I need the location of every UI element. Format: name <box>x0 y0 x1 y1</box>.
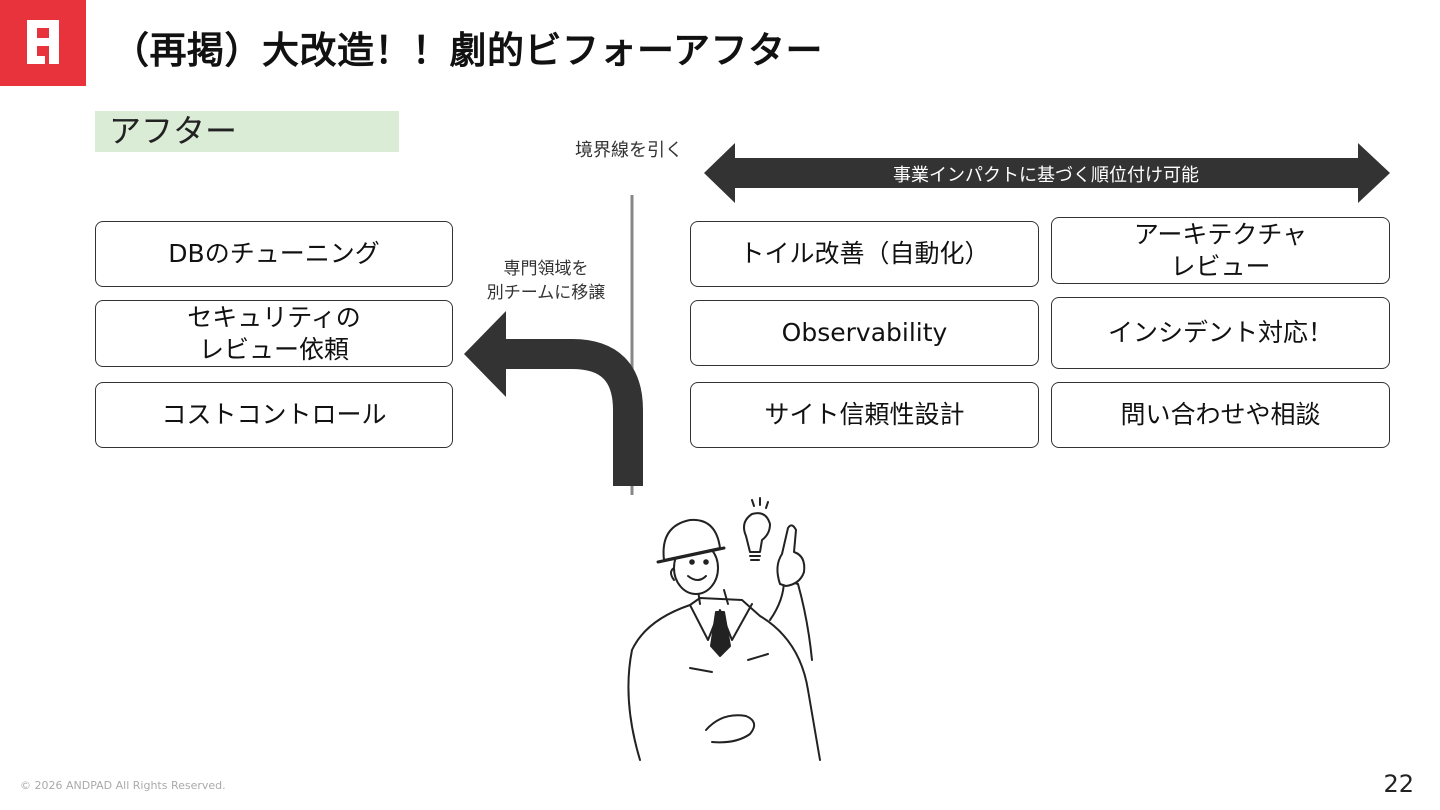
copyright-text: © 2026 ANDPAD All Rights Reserved. <box>20 779 226 792</box>
worker-idea-illustration <box>627 497 821 761</box>
task-box-site-reliability-design: サイト信頼性設計 <box>690 382 1039 448</box>
task-box-toil-reduction: トイル改善（自動化） <box>690 221 1039 287</box>
task-box-incident-response: インシデント対応！ <box>1051 297 1390 369</box>
task-box-db-tuning: DBのチューニング <box>95 221 453 287</box>
handoff-label: 専門領域を 別チームに移譲 <box>486 259 606 303</box>
task-box-architecture-review: アーキテクチャ レビュー <box>1051 217 1390 284</box>
boundary-label: 境界線を引く <box>575 140 683 161</box>
section-label: アフター <box>95 111 399 152</box>
impact-arrow-label: 事業インパクトに基づく順位付け可能 <box>893 165 1199 186</box>
impact-double-arrow <box>704 143 1390 203</box>
page-title: （再掲）大改造！！劇的ビフォーアフター <box>112 29 824 72</box>
task-box-observability: Observability <box>690 300 1039 366</box>
andpad-logo-icon <box>0 0 86 86</box>
handoff-curved-arrow <box>464 311 643 486</box>
task-box-inquiries: 問い合わせや相談 <box>1051 382 1390 448</box>
page-number: 22 <box>1383 770 1414 798</box>
task-box-security-review: セキュリティの レビュー依頼 <box>95 300 453 367</box>
task-box-cost-control: コストコントロール <box>95 382 453 448</box>
